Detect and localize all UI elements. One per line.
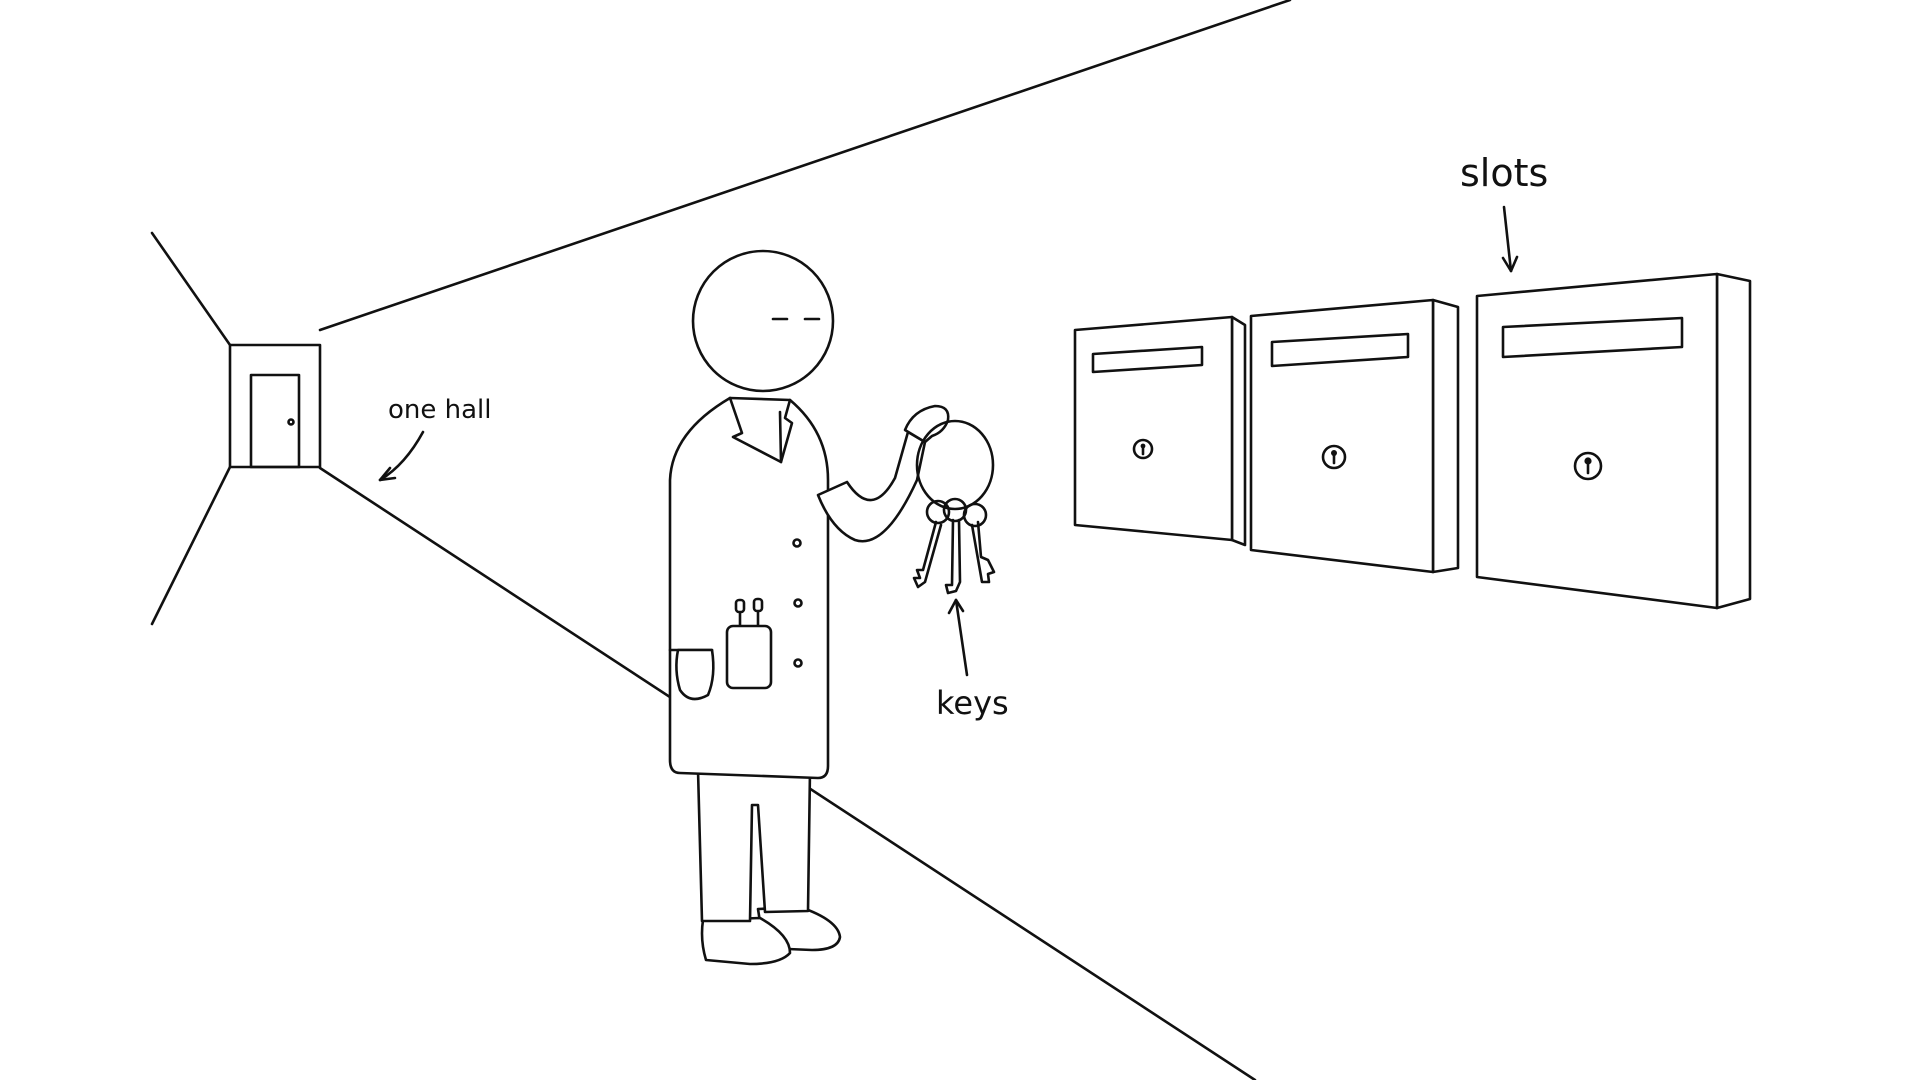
left-hand — [675, 648, 715, 701]
mail-slot — [1501, 316, 1684, 359]
pocket-with-pens — [725, 597, 773, 690]
keys-label: keys — [936, 684, 1009, 722]
hall-annotation: one hall — [378, 395, 492, 482]
mailbox-2 — [1249, 298, 1460, 574]
lab-coat — [668, 396, 830, 780]
mailbox-1 — [1073, 315, 1247, 547]
head — [691, 249, 835, 393]
key-icon — [912, 520, 943, 589]
person-in-lab-coat — [668, 249, 950, 966]
right-arm — [816, 430, 927, 543]
key-ring-icon — [912, 419, 996, 595]
key-icon — [944, 518, 962, 595]
keys-annotation: keys — [936, 598, 1009, 722]
keyhole-icon — [1573, 451, 1603, 481]
keyhole-icon — [1321, 444, 1347, 470]
far-wall — [228, 343, 322, 469]
right-hand — [903, 404, 950, 444]
keyhole-icon — [1132, 438, 1154, 460]
hall-label: one hall — [388, 395, 492, 425]
mail-slot — [1091, 345, 1204, 374]
left-shoe — [700, 916, 792, 966]
mail-slot — [1270, 332, 1410, 368]
slots-label: slots — [1460, 151, 1548, 195]
hallway — [150, 0, 1292, 1080]
key-icon — [970, 520, 996, 584]
far-door — [249, 373, 301, 469]
mailbox-3 — [1475, 272, 1752, 610]
collar — [728, 396, 783, 464]
ring — [915, 419, 995, 511]
pants — [696, 768, 812, 923]
slots-annotation: slots — [1460, 151, 1548, 273]
